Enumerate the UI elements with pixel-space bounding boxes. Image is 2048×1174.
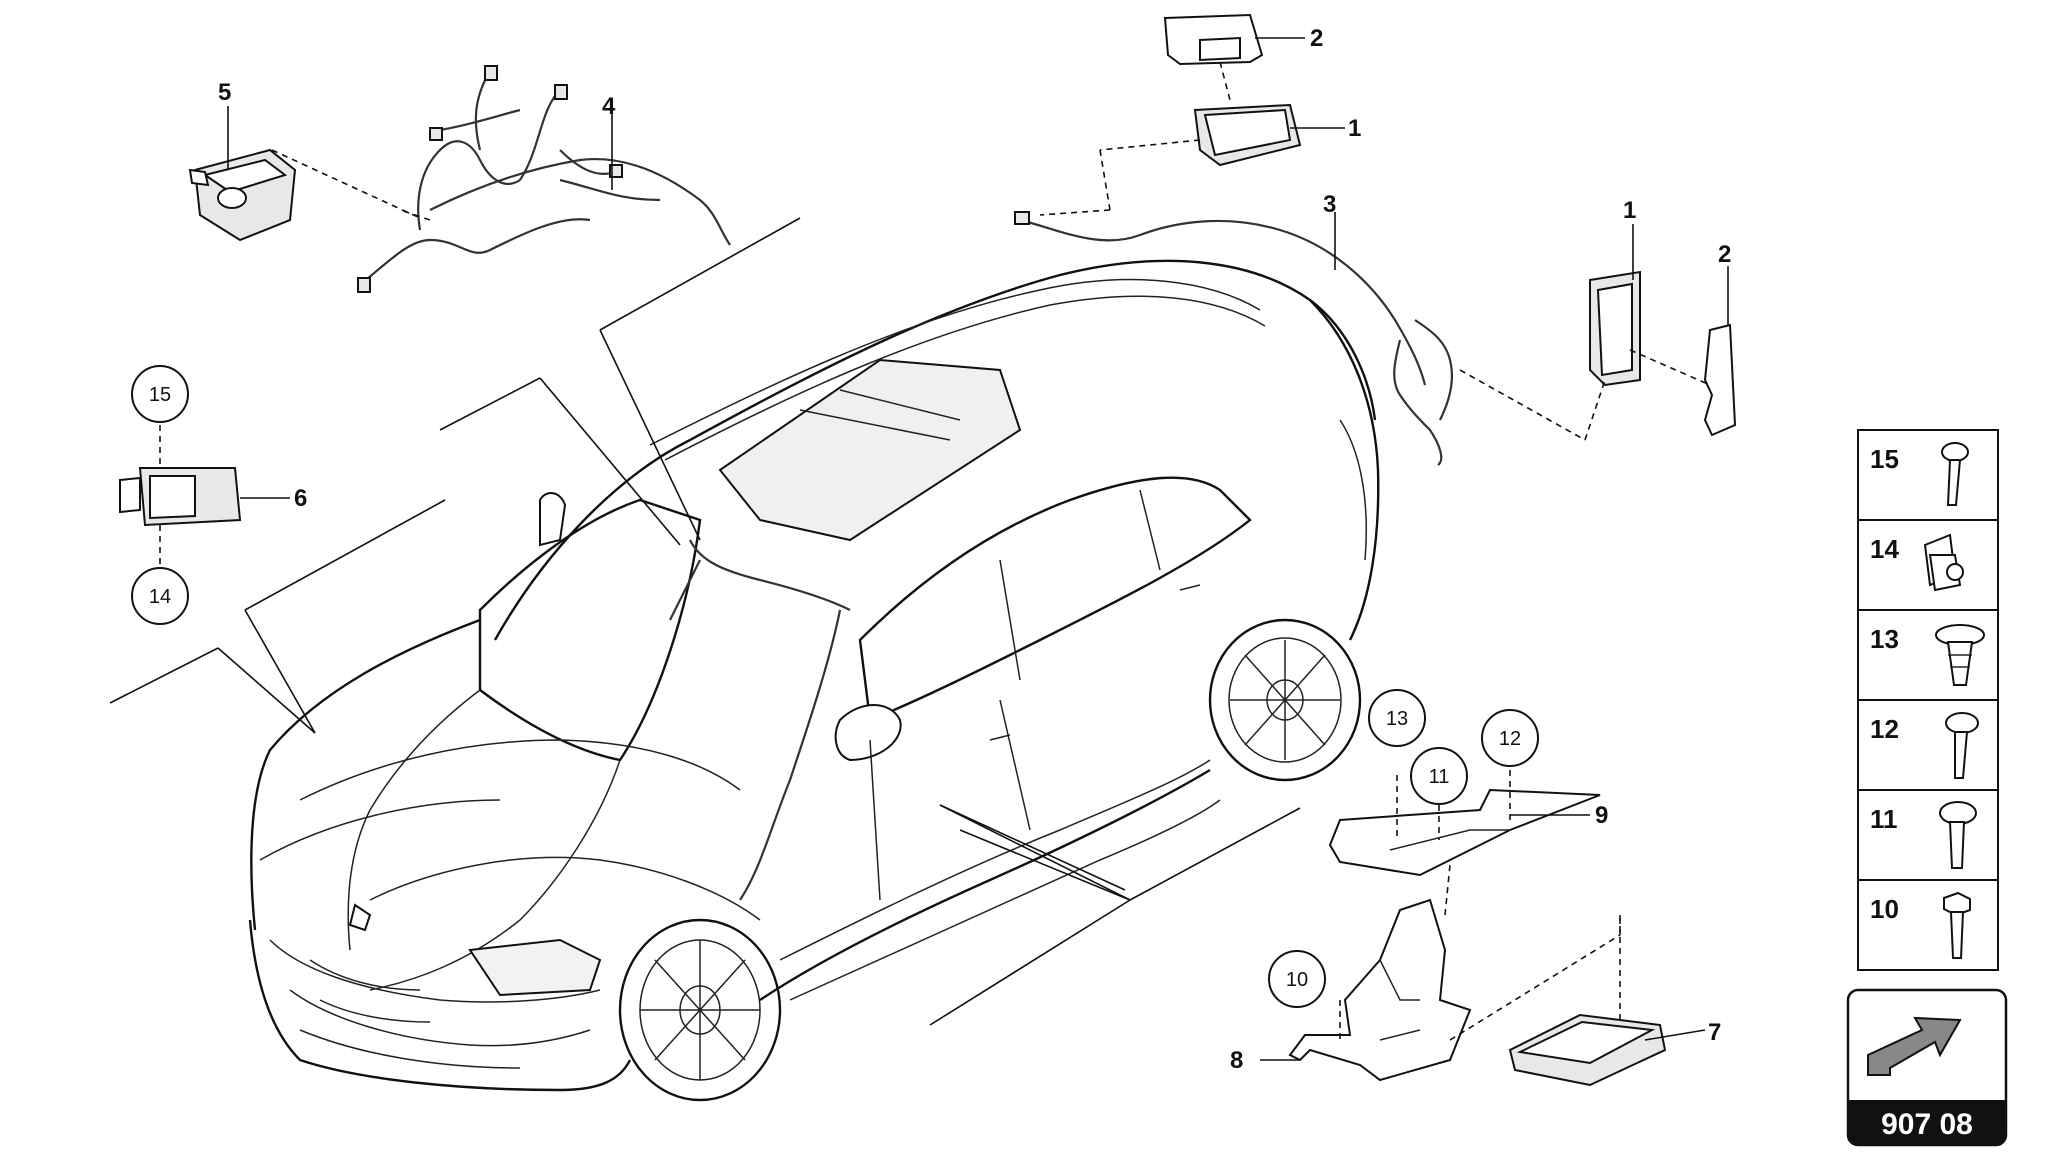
svg-text:12: 12 <box>1499 728 1521 750</box>
callout-1-top: 1 <box>1348 115 1361 142</box>
rear-wheel <box>1208 618 1362 782</box>
callout-1-right: 1 <box>1623 197 1636 224</box>
legend-row-12: 12 <box>1870 712 1979 779</box>
circled-callout-15: 15 <box>131 365 189 423</box>
svg-text:12: 12 <box>1870 714 1899 744</box>
flange-screw-icon <box>1939 801 1977 869</box>
svg-text:13: 13 <box>1870 624 1899 654</box>
fastener-legend: 15 14 13 12 <box>1857 429 1999 971</box>
part-6-module <box>119 425 290 565</box>
circled-callout-14: 14 <box>131 567 189 625</box>
part-7-control-unit <box>1508 915 1706 1087</box>
part-3-antenna-wire <box>1014 211 1454 466</box>
clip-nut-icon <box>1923 533 1964 592</box>
svg-text:15: 15 <box>1870 444 1899 474</box>
front-wheel <box>618 918 782 1102</box>
callout-4: 4 <box>602 93 616 120</box>
callout-9: 9 <box>1595 802 1608 829</box>
svg-text:15: 15 <box>149 384 171 406</box>
callout-3: 3 <box>1323 191 1336 218</box>
vehicle-illustration <box>248 259 1380 1102</box>
part-2-right-bracket <box>1703 266 1737 437</box>
part-4-wiring-harness <box>357 65 731 293</box>
svg-text:13: 13 <box>1386 708 1408 730</box>
svg-text:10: 10 <box>1286 969 1308 991</box>
diagram-code: 907 08 <box>1881 1108 1973 1141</box>
callout-6: 6 <box>294 485 307 512</box>
svg-text:10: 10 <box>1870 894 1899 924</box>
part-5-sensor <box>188 106 421 242</box>
part-9-plate <box>1328 770 1601 877</box>
svg-text:11: 11 <box>1429 766 1450 788</box>
callout-7: 7 <box>1708 1019 1721 1046</box>
circled-callout-13: 13 <box>1368 689 1426 747</box>
legend-row-10: 10 <box>1870 891 1971 959</box>
screw-with-washer-icon <box>1945 712 1979 779</box>
circled-callout-11: 11 <box>1410 747 1468 805</box>
callout-2-top: 2 <box>1310 25 1323 52</box>
svg-text:14: 14 <box>1870 534 1899 564</box>
expanding-rivet-icon <box>1935 624 1985 686</box>
legend-row-13: 13 <box>1870 624 1985 686</box>
svg-text:11: 11 <box>1870 804 1898 834</box>
svg-text:14: 14 <box>149 586 171 608</box>
part-8-bracket <box>1260 864 1621 1082</box>
diagram-reference-box: 907 08 <box>1846 988 2008 1147</box>
legend-row-15: 15 <box>1870 442 1969 506</box>
torx-screw-icon <box>1941 442 1969 506</box>
legend-row-14: 14 <box>1870 533 1964 592</box>
part-2-top-bracket <box>1163 13 1305 101</box>
legend-row-11: 11 <box>1870 801 1977 869</box>
direction-arrow-icon <box>1867 1016 1962 1076</box>
part-1-top-control-unit <box>1039 103 1345 216</box>
circled-callout-12: 12 <box>1481 709 1539 767</box>
circled-callout-10: 10 <box>1268 950 1326 1008</box>
callout-2-right: 2 <box>1718 241 1731 268</box>
leader-lines <box>109 217 1301 1026</box>
hex-bolt-icon <box>1943 891 1971 959</box>
callout-8: 8 <box>1230 1047 1243 1074</box>
part-1-right-control-unit <box>1459 224 1711 441</box>
callout-5: 5 <box>218 79 231 106</box>
